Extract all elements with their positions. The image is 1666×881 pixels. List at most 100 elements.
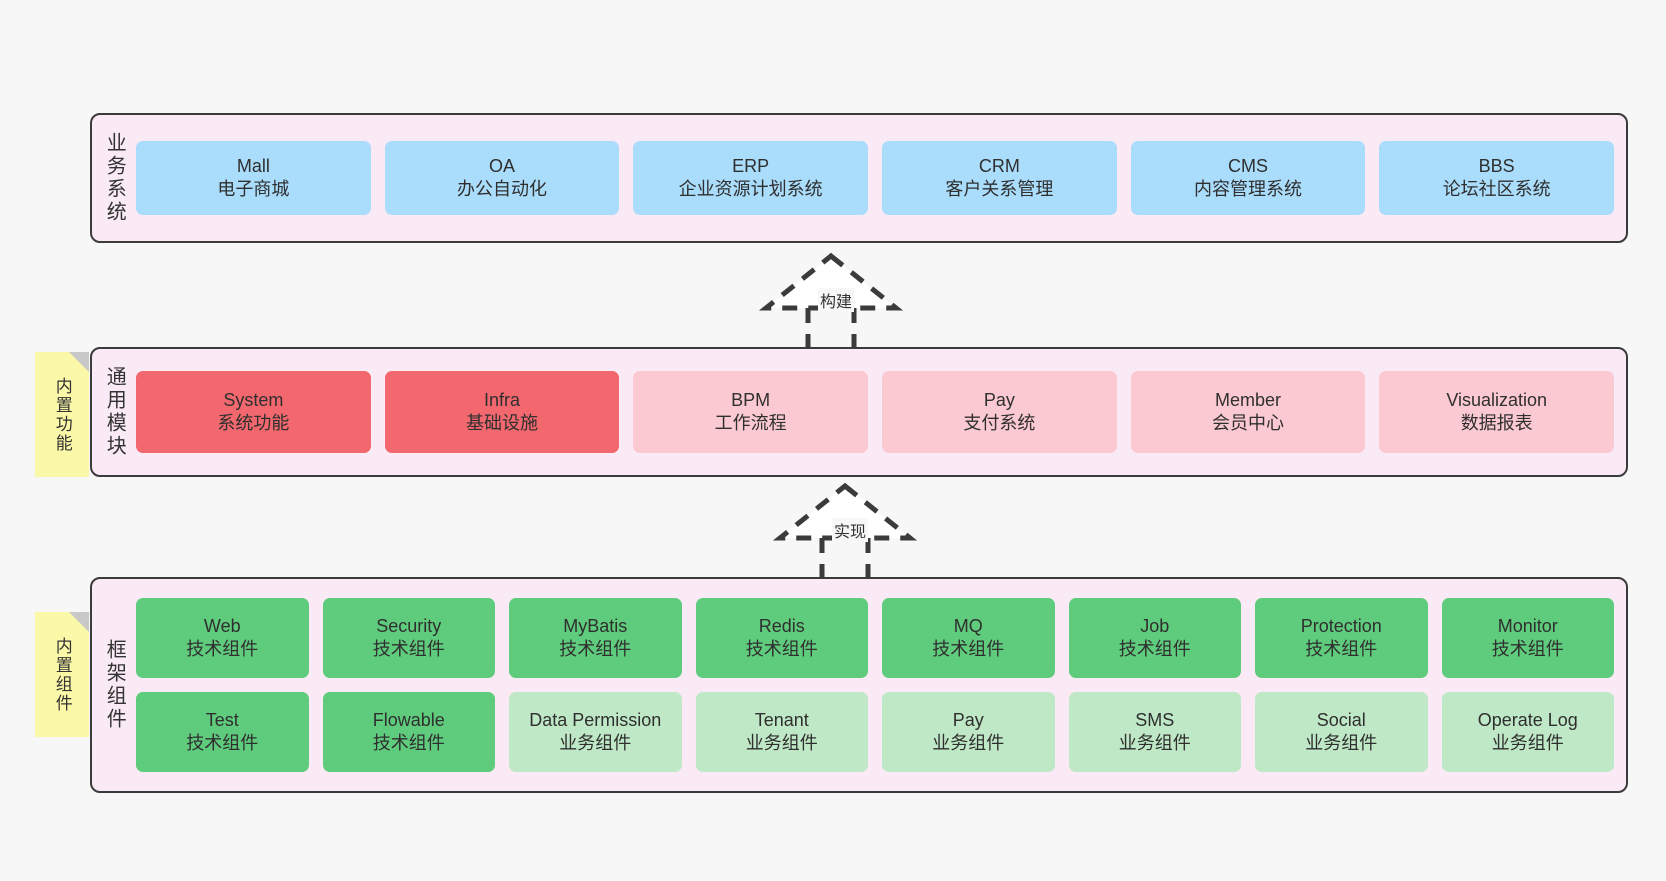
module-card-visualization[interactable]: Visualization 数据报表 bbox=[1379, 371, 1615, 453]
layer-label-framework: 框架组件 bbox=[103, 639, 126, 731]
layer-body-business: Mall 电子商城 OA 办公自动化 ERP 企业资源计划系统 CRM 客户关系… bbox=[136, 115, 1626, 241]
card-title: CRM bbox=[978, 155, 1020, 176]
card-subtitle: 技术组件 bbox=[1305, 639, 1378, 659]
module-card-member[interactable]: Member 会员中心 bbox=[1130, 371, 1366, 453]
card-subtitle: 内容管理系统 bbox=[1194, 179, 1303, 199]
card-title: Job bbox=[1140, 615, 1170, 636]
component-card-sms[interactable]: SMS 业务组件 bbox=[1068, 692, 1241, 772]
card-title: Social bbox=[1316, 709, 1366, 730]
layer-label-common: 通用模块 bbox=[103, 366, 126, 458]
layer-common-modules: 通用模块 System 系统功能 Infra 基础设施 BPM 工作流程 Pay… bbox=[90, 347, 1628, 477]
card-title: Data Permission bbox=[529, 709, 662, 730]
card-subtitle: 客户关系管理 bbox=[945, 179, 1054, 199]
card-subtitle: 论坛社区系统 bbox=[1442, 179, 1551, 199]
connector-label-build: 构建 bbox=[818, 288, 855, 312]
card-subtitle: 技术组件 bbox=[186, 639, 259, 659]
sticky-note-text: 内置组件 bbox=[52, 636, 72, 713]
card-title: Flowable bbox=[372, 709, 445, 730]
card-title: Operate Log bbox=[1477, 709, 1578, 730]
layer-label-business: 业务系统 bbox=[103, 132, 126, 224]
card-title: Pay bbox=[983, 389, 1015, 410]
card-title: Redis bbox=[758, 615, 805, 636]
generalization-arrow-icon bbox=[758, 252, 904, 348]
sticky-note-text: 内置功能 bbox=[52, 376, 72, 453]
system-card-oa[interactable]: OA 办公自动化 bbox=[384, 141, 620, 215]
card-title: Visualization bbox=[1446, 389, 1548, 410]
card-title: Member bbox=[1215, 389, 1282, 410]
component-card-security[interactable]: Security 技术组件 bbox=[322, 598, 495, 678]
card-title: MyBatis bbox=[563, 615, 628, 636]
component-card-redis[interactable]: Redis 技术组件 bbox=[695, 598, 868, 678]
component-card-web[interactable]: Web 技术组件 bbox=[136, 598, 309, 678]
card-subtitle: 业务组件 bbox=[932, 733, 1005, 753]
card-row-business: Test 技术组件 Flowable 技术组件 Data Permission … bbox=[136, 692, 1614, 772]
card-subtitle: 基础设施 bbox=[466, 413, 538, 433]
component-card-data-permission[interactable]: Data Permission 业务组件 bbox=[509, 692, 682, 772]
card-title: SMS bbox=[1135, 709, 1175, 730]
module-card-pay[interactable]: Pay 支付系统 bbox=[882, 371, 1117, 453]
sticky-note-builtin-components: 内置组件 bbox=[35, 612, 89, 737]
card-title: Infra bbox=[483, 389, 521, 410]
component-card-job[interactable]: Job 技术组件 bbox=[1068, 598, 1241, 678]
system-card-mall[interactable]: Mall 电子商城 bbox=[136, 141, 371, 215]
card-subtitle: 会员中心 bbox=[1212, 413, 1285, 433]
module-card-bpm[interactable]: BPM 工作流程 bbox=[633, 371, 869, 453]
layer-business-systems: 业务系统 Mall 电子商城 OA 办公自动化 ERP 企业资源计划系统 CRM… bbox=[90, 113, 1628, 243]
card-title: Protection bbox=[1300, 615, 1382, 636]
card-subtitle: 业务组件 bbox=[1118, 733, 1191, 753]
card-subtitle: 支付系统 bbox=[963, 413, 1036, 433]
card-title: OA bbox=[489, 155, 516, 176]
card-title: Pay bbox=[952, 709, 984, 730]
card-title: System bbox=[223, 389, 284, 410]
card-title: Mall bbox=[236, 155, 270, 176]
card-title: Web bbox=[203, 615, 241, 636]
component-card-pay[interactable]: Pay 业务组件 bbox=[882, 692, 1055, 772]
component-card-flowable[interactable]: Flowable 技术组件 bbox=[322, 692, 495, 772]
card-subtitle: 技术组件 bbox=[932, 639, 1005, 659]
system-card-crm[interactable]: CRM 客户关系管理 bbox=[882, 141, 1117, 215]
card-row: System 系统功能 Infra 基础设施 BPM 工作流程 Pay 支付系统… bbox=[136, 371, 1615, 453]
layer-body-framework: Web 技术组件 Security 技术组件 MyBatis 技术组件 Redi… bbox=[136, 579, 1626, 791]
component-card-protection[interactable]: Protection 技术组件 bbox=[1255, 598, 1428, 678]
card-subtitle: 技术组件 bbox=[372, 733, 445, 753]
card-subtitle: 企业资源计划系统 bbox=[678, 179, 823, 199]
card-title: Security bbox=[376, 615, 442, 636]
card-subtitle: 业务组件 bbox=[745, 733, 818, 753]
card-subtitle: 技术组件 bbox=[745, 639, 818, 659]
card-title: MQ bbox=[953, 615, 983, 636]
system-card-cms[interactable]: CMS 内容管理系统 bbox=[1130, 141, 1366, 215]
card-subtitle: 技术组件 bbox=[372, 639, 445, 659]
generalization-arrow-icon bbox=[772, 482, 918, 578]
card-row-technical: Web 技术组件 Security 技术组件 MyBatis 技术组件 Redi… bbox=[136, 598, 1614, 678]
component-card-tenant[interactable]: Tenant 业务组件 bbox=[695, 692, 868, 772]
sticky-note-builtin-features: 内置功能 bbox=[35, 352, 89, 477]
module-card-infra[interactable]: Infra 基础设施 bbox=[384, 371, 620, 453]
system-card-bbs[interactable]: BBS 论坛社区系统 bbox=[1379, 141, 1615, 215]
card-subtitle: 工作流程 bbox=[714, 413, 787, 433]
connector-implement: 实现 bbox=[770, 482, 920, 578]
layer-body-common: System 系统功能 Infra 基础设施 BPM 工作流程 Pay 支付系统… bbox=[136, 349, 1626, 475]
component-card-mq[interactable]: MQ 技术组件 bbox=[882, 598, 1055, 678]
card-title: Test bbox=[205, 709, 239, 730]
card-title: BPM bbox=[731, 389, 771, 410]
connector-label-implement: 实现 bbox=[832, 518, 869, 542]
card-title: CMS bbox=[1228, 155, 1269, 176]
component-card-monitor[interactable]: Monitor 技术组件 bbox=[1441, 598, 1614, 678]
component-card-social[interactable]: Social 业务组件 bbox=[1255, 692, 1428, 772]
connector-build: 构建 bbox=[756, 252, 906, 348]
layer-framework-components: 框架组件 Web 技术组件 Security 技术组件 MyBatis 技术组件… bbox=[90, 577, 1628, 793]
component-card-mybatis[interactable]: MyBatis 技术组件 bbox=[509, 598, 682, 678]
card-title: BBS bbox=[1478, 155, 1515, 176]
card-subtitle: 业务组件 bbox=[1491, 733, 1564, 753]
card-subtitle: 业务组件 bbox=[1305, 733, 1378, 753]
card-subtitle: 电子商城 bbox=[217, 179, 290, 199]
card-subtitle: 技术组件 bbox=[559, 639, 632, 659]
component-card-test[interactable]: Test 技术组件 bbox=[136, 692, 309, 772]
card-title: ERP bbox=[732, 155, 770, 176]
system-card-erp[interactable]: ERP 企业资源计划系统 bbox=[633, 141, 869, 215]
card-subtitle: 技术组件 bbox=[1491, 639, 1564, 659]
module-card-system[interactable]: System 系统功能 bbox=[136, 371, 371, 453]
card-row: Mall 电子商城 OA 办公自动化 ERP 企业资源计划系统 CRM 客户关系… bbox=[136, 141, 1615, 215]
component-card-operate-log[interactable]: Operate Log 业务组件 bbox=[1441, 692, 1614, 772]
